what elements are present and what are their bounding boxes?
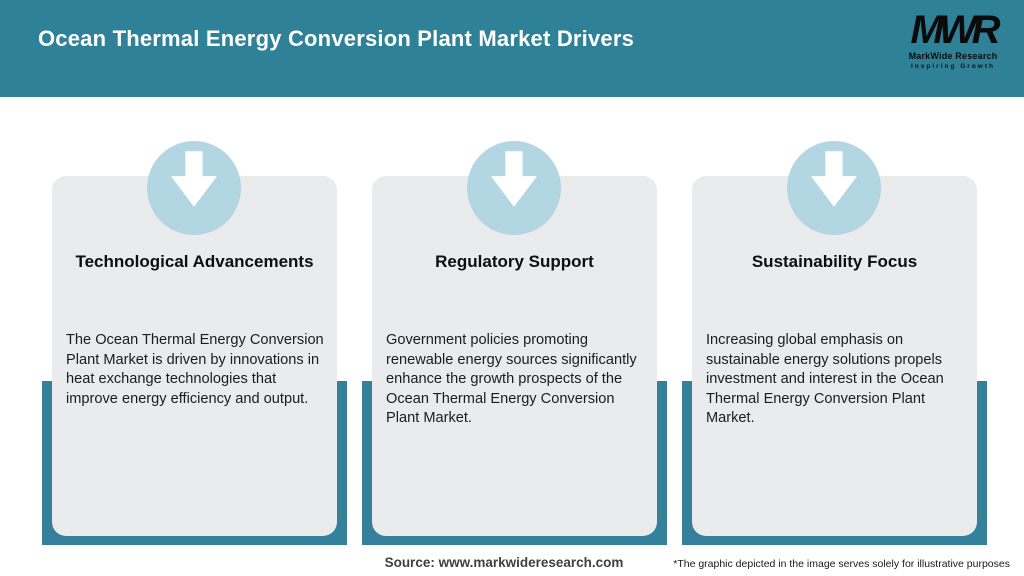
logo-monogram: MWR: [910, 8, 1001, 52]
card-body-text: The Ocean Thermal Energy Conversion Plan…: [66, 332, 324, 407]
card-body-text: Increasing global emphasis on sustainabl…: [706, 332, 944, 426]
card-title: Regulatory Support: [435, 252, 594, 271]
driver-card-regulatory-support: Regulatory Support Government policies p…: [372, 176, 657, 536]
header-bar: Ocean Thermal Energy Conversion Plant Ma…: [0, 0, 1024, 97]
down-arrow-icon: [147, 141, 241, 235]
disclaimer-text: *The graphic depicted in the image serve…: [673, 558, 1010, 570]
logo-name: MarkWide Research: [908, 51, 998, 61]
down-arrow-icon: [787, 141, 881, 235]
logo-tagline: Inspiring Growth: [911, 63, 995, 70]
down-arrow-icon: [467, 141, 561, 235]
page-title: Ocean Thermal Energy Conversion Plant Ma…: [38, 26, 635, 51]
markwide-research-logo: MWR MarkWide Research Inspiring Growth: [898, 10, 1008, 70]
card-body-text: Government policies promoting renewable …: [386, 332, 637, 426]
source-text: Source: www.markwideresearch.com: [384, 555, 624, 570]
card-title: Technological Advancements: [75, 252, 314, 271]
driver-card-technological-advancements: Technological Advancements The Ocean The…: [52, 176, 337, 536]
driver-card-sustainability-focus: Sustainability Focus Increasing global e…: [692, 176, 977, 536]
card-title: Sustainability Focus: [751, 252, 918, 271]
